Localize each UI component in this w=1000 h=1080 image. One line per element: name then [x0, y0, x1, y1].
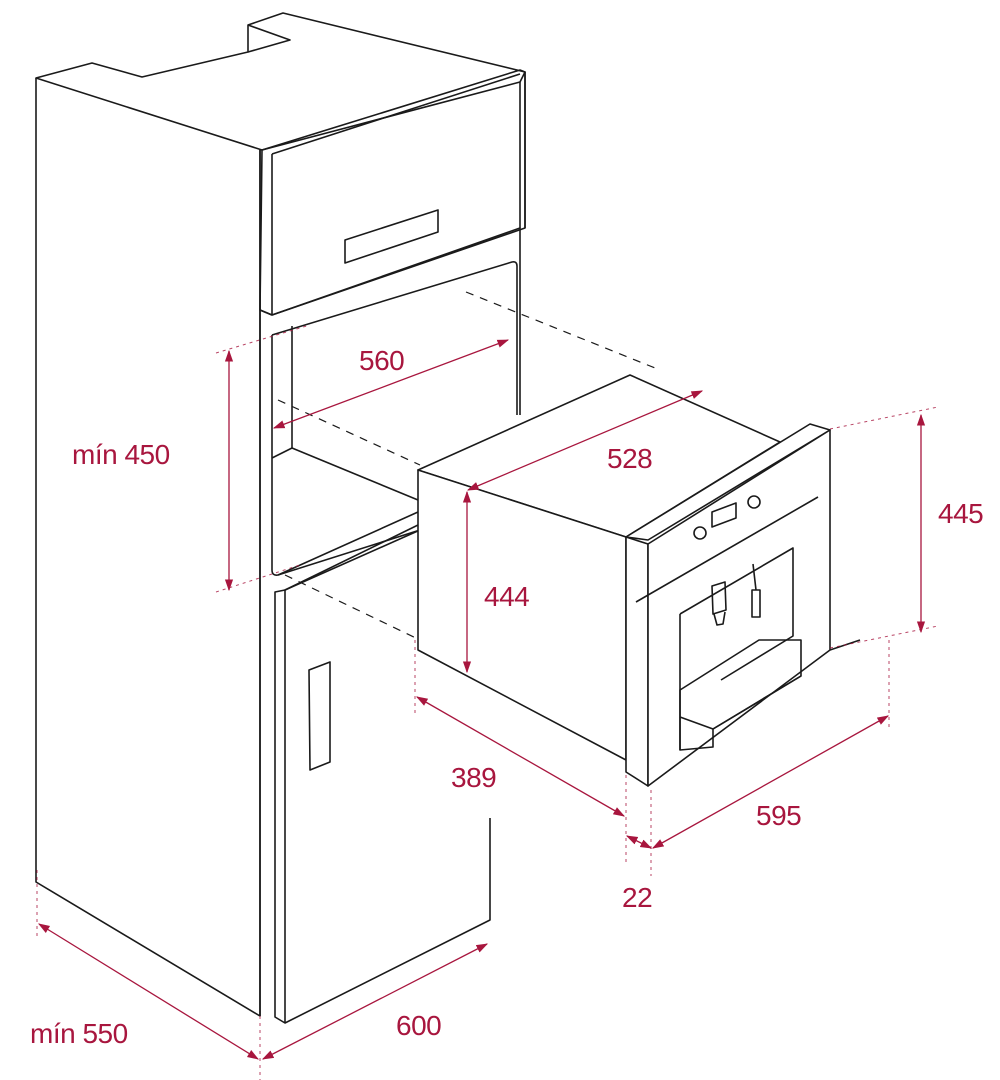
label-front-width: 595: [756, 800, 802, 831]
control-knob-right-icon: [747, 495, 761, 509]
dimension-lines: [36, 324, 939, 1080]
label-cabinet-width: 600: [396, 1010, 442, 1041]
dim-appliance-depth: [415, 696, 626, 817]
display-icon: [711, 502, 737, 528]
insertion-guides: [277, 291, 656, 641]
label-front-thickness: 22: [622, 882, 653, 913]
label-front-height: 445: [938, 498, 984, 529]
dim-front-width: [651, 715, 890, 849]
dim-cabinet-depth: [38, 923, 259, 1060]
dim-cabinet-width: [261, 943, 489, 1060]
dim-appliance-width: [466, 390, 704, 491]
label-cabinet-depth: mín 550: [30, 1018, 128, 1049]
label-niche-width: 560: [359, 345, 405, 376]
label-appliance-width: 528: [607, 443, 653, 474]
label-appliance-height: 444: [484, 581, 530, 612]
label-appliance-depth: 389: [451, 762, 497, 793]
dim-front-thickness: [625, 835, 653, 849]
dim-niche-width: [272, 339, 510, 429]
label-niche-height: mín 450: [72, 439, 170, 470]
control-knob-left-icon: [693, 526, 707, 540]
